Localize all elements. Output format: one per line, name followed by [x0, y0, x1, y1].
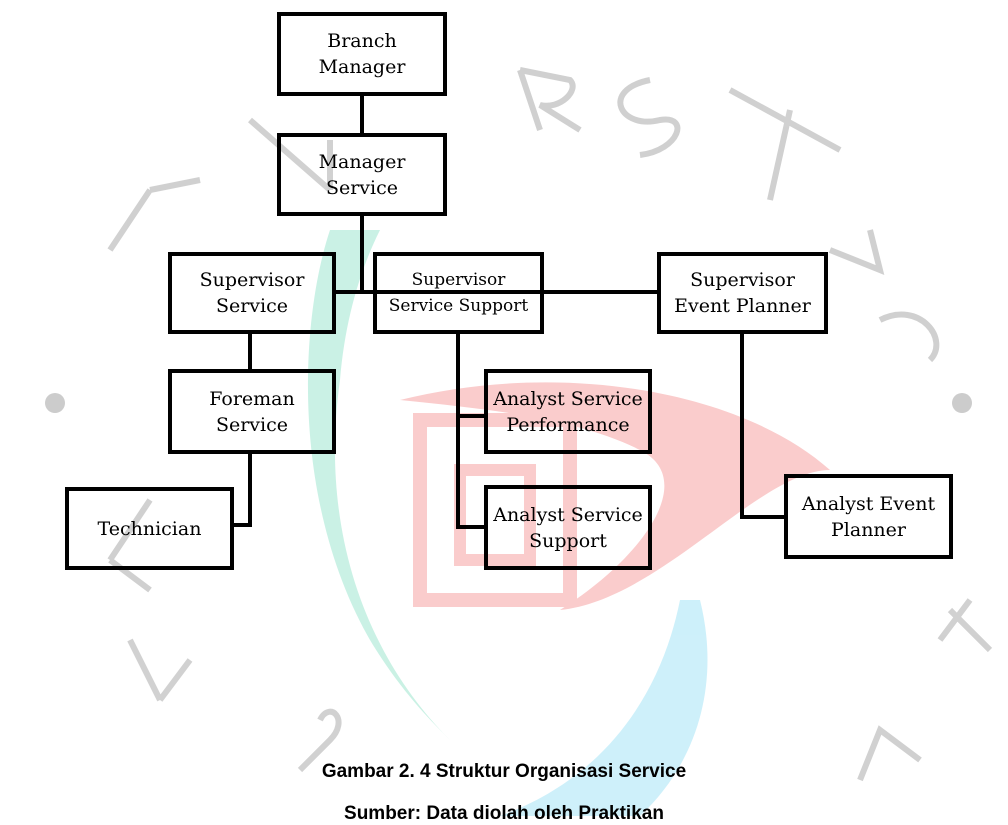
connector-sss-asp	[456, 331, 486, 418]
node-supervisor-service-support: Supervisor Service Support	[373, 252, 544, 334]
watermark-dot-left	[45, 393, 65, 413]
watermark-letters	[107, 67, 993, 782]
node-foreman-service: Foreman Service	[168, 369, 336, 454]
watermark-red-arc	[400, 382, 830, 610]
node-analyst-service-performance: Analyst Service Performance	[484, 369, 652, 454]
watermark-dot-right	[952, 393, 972, 413]
watermark-green-arc	[307, 230, 450, 740]
connector-fs-tech	[231, 451, 252, 527]
connector-sss-ass	[456, 414, 486, 529]
figure-caption: Gambar 2. 4 Struktur Organisasi Service	[321, 761, 687, 782]
node-branch-manager: Branch Manager	[277, 12, 447, 96]
node-technician: Technician	[65, 487, 234, 570]
figure-source: Sumber: Data diolah oleh Praktikan	[344, 803, 664, 824]
node-supervisor-service: Supervisor Service	[168, 252, 336, 334]
node-analyst-service-support: Analyst Service Support	[484, 485, 652, 570]
watermark-square	[413, 413, 577, 607]
node-manager-service: Manager Service	[277, 133, 447, 216]
node-analyst-event-planner: Analyst Event Planner	[784, 474, 953, 559]
node-supervisor-event-planner: Supervisor Event Planner	[657, 252, 828, 334]
watermark-blue-arc	[500, 600, 708, 816]
connector-sep-aep	[740, 331, 786, 519]
